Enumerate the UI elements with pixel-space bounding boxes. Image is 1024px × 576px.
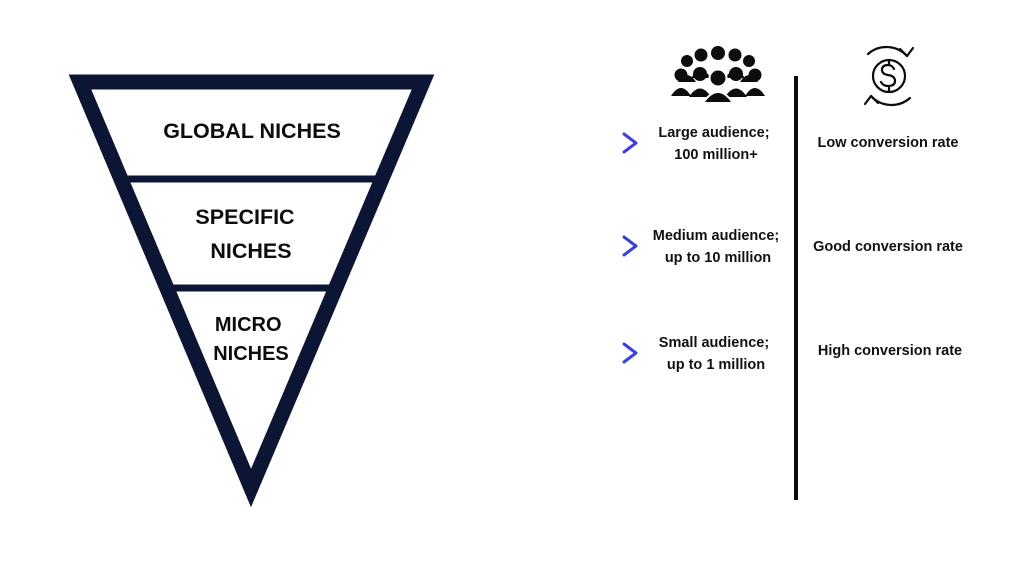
funnel-level-specific-line2: NICHES <box>210 239 291 263</box>
arrows <box>311 132 638 364</box>
conversion-low: Low conversion rate <box>817 135 958 151</box>
funnel-level-specific: SPECIFIC NICHES <box>195 205 300 263</box>
funnel: GLOBAL NICHES SPECIFIC NICHES MICRO NICH… <box>68 74 435 508</box>
audience-large-line2: 100 million+ <box>674 147 757 163</box>
audience-large-line1: Large audience; <box>658 125 769 141</box>
dollar-cycle-icon <box>863 45 915 107</box>
audience-medium: Medium audience; up to 10 million <box>653 228 784 266</box>
audience-small: Small audience; up to 1 million <box>659 335 773 373</box>
conversion-high: High conversion rate <box>818 343 962 359</box>
audience-medium-line1: Medium audience; <box>653 228 780 244</box>
funnel-level-micro-line1: MICRO <box>215 314 282 336</box>
funnel-level-micro: MICRO NICHES <box>213 314 289 365</box>
funnel-level-specific-line1: SPECIFIC <box>195 205 294 229</box>
audience-medium-line2: up to 10 million <box>665 250 771 266</box>
funnel-level-global-line1: GLOBAL NICHES <box>163 119 341 143</box>
audience-large: Large audience; 100 million+ <box>658 125 773 163</box>
conversion-good: Good conversion rate <box>813 239 963 255</box>
arrow-global <box>402 132 638 154</box>
funnel-level-micro-line2: NICHES <box>213 343 289 365</box>
audience-small-line2: up to 1 million <box>667 357 765 373</box>
audience-small-line1: Small audience; <box>659 335 769 351</box>
arrow-specific <box>358 235 638 257</box>
arrow-micro <box>311 342 638 364</box>
group-of-people-icon <box>671 46 765 104</box>
funnel-level-global: GLOBAL NICHES <box>163 119 341 143</box>
